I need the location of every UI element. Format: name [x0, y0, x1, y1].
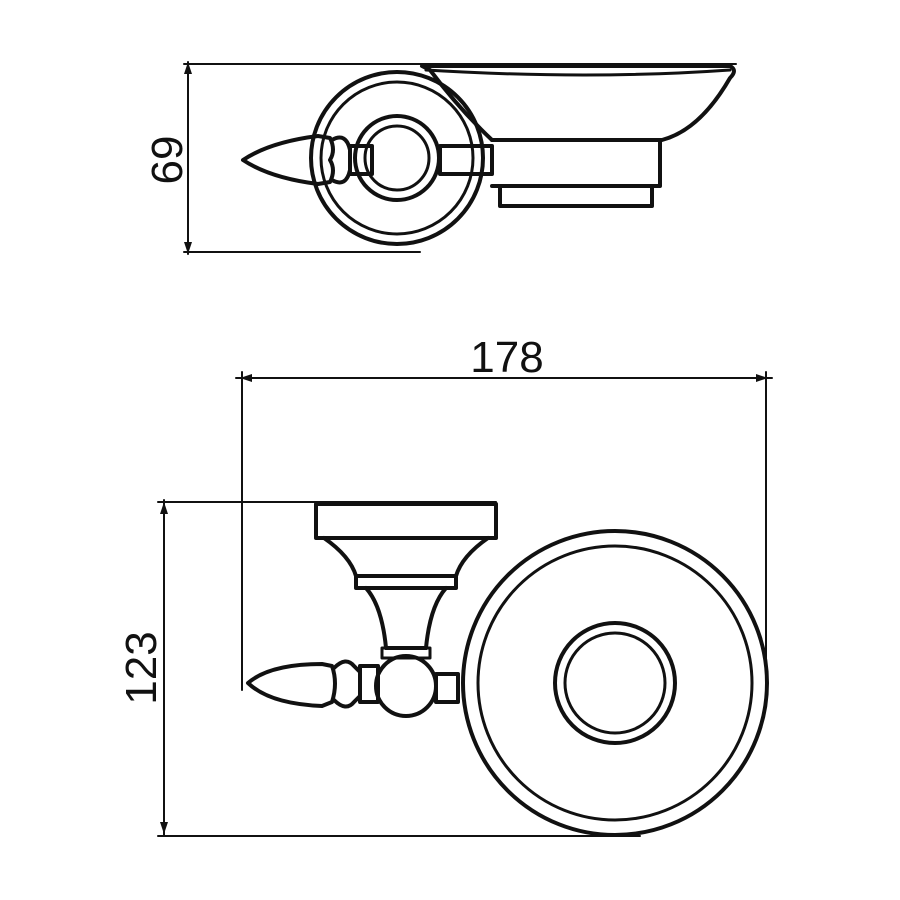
width-dimension-line	[235, 371, 773, 691]
wall-rosette-top	[309, 70, 485, 246]
depth-dimension-label: 69	[143, 136, 192, 185]
width-dimension-label: 178	[470, 333, 543, 382]
height-dimension-label: 123	[117, 631, 166, 704]
dish-holder-front	[314, 502, 498, 660]
soap-dish-top	[420, 64, 736, 142]
depth-dimension-line	[183, 61, 737, 255]
finial-front	[246, 654, 460, 718]
front-view: 178 123	[117, 333, 773, 837]
top-view: 69	[143, 61, 737, 255]
wall-rosette-front	[461, 529, 769, 837]
finial-top	[241, 134, 374, 186]
